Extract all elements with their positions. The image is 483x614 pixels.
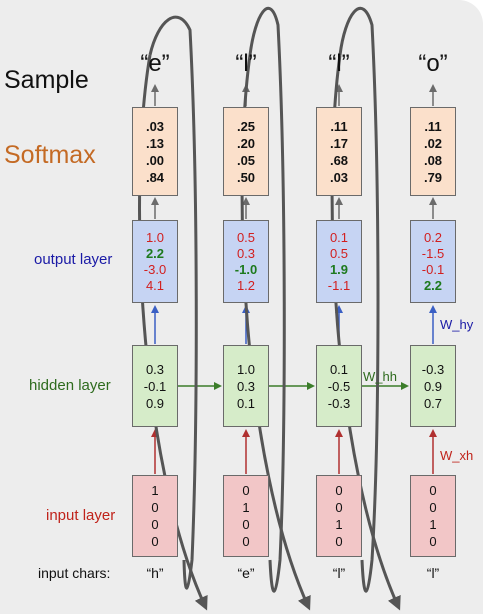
output-value: 0.1 xyxy=(329,229,349,245)
softmax-value: .05 xyxy=(236,152,256,168)
input-value: 0 xyxy=(429,483,437,498)
hidden-value: 0.9 xyxy=(423,378,443,394)
input-char-1: “h” xyxy=(146,565,164,581)
softmax-box-4: .11.02.08.79 xyxy=(410,107,456,196)
input-value: 0 xyxy=(242,534,250,549)
hidden-value: 0.1 xyxy=(236,395,256,411)
softmax-value: .84 xyxy=(145,169,165,185)
softmax-value: .17 xyxy=(329,135,349,151)
input-value: 0 xyxy=(151,534,159,549)
input-value: 0 xyxy=(335,500,343,515)
sampled-char-4: “o” xyxy=(418,50,448,77)
output-value: 0.5 xyxy=(329,245,349,261)
output-value: 2.2 xyxy=(423,277,443,293)
sampled-char-1: “e” xyxy=(140,50,170,77)
weight-label-w-xh: W_xh xyxy=(440,448,474,463)
softmax-value: .03 xyxy=(329,169,349,185)
softmax-value: .79 xyxy=(423,169,443,185)
softmax-value: .00 xyxy=(145,152,165,168)
output-value: -0.1 xyxy=(421,261,445,277)
hidden-value: -0.3 xyxy=(421,361,445,377)
softmax-value: .20 xyxy=(236,135,256,151)
sampled-char-3: “l” xyxy=(328,50,350,77)
softmax-box-2: .25.20.05.50 xyxy=(223,107,269,196)
output-value: 0.3 xyxy=(236,245,256,261)
sample-row-label: Sample xyxy=(4,66,89,94)
feedback-loop-1 xyxy=(148,15,198,590)
softmax-box-1: .03.13.00.84 xyxy=(132,107,178,196)
weight-label-w-hh: W_hh xyxy=(363,369,397,384)
input-char-3: “l” xyxy=(332,565,346,581)
input-value: 0 xyxy=(242,483,250,498)
input-char-2: “e” xyxy=(237,565,255,581)
output-value: 1.9 xyxy=(329,261,349,277)
input-value: 0 xyxy=(335,483,343,498)
output-value: 1.0 xyxy=(145,229,165,245)
hidden-value: 0.7 xyxy=(423,395,443,411)
input-value: 0 xyxy=(242,517,250,532)
weight-label-w-hy: W_hy xyxy=(440,317,474,332)
sampled-char-2: “l” xyxy=(235,50,257,77)
input-box-1: 1 0 0 0 xyxy=(132,475,178,557)
input-value: 1 xyxy=(151,483,159,498)
output-value: 2.2 xyxy=(145,245,165,261)
softmax-value: .11 xyxy=(330,118,348,134)
output-value: -1.1 xyxy=(327,277,351,293)
input-value: 0 xyxy=(151,517,159,532)
softmax-row-label: Softmax xyxy=(4,141,96,169)
softmax-value: .02 xyxy=(423,135,443,151)
input-value: 0 xyxy=(429,500,437,515)
hidden-value: -0.1 xyxy=(143,378,167,394)
output-value: -1.5 xyxy=(421,245,445,261)
input-char-4: “l” xyxy=(426,565,440,581)
input-value: 0 xyxy=(335,534,343,549)
input-box-3: 0 0 1 0 xyxy=(316,475,362,557)
input-box-4: 0 0 1 0 xyxy=(410,475,456,557)
hidden-value: -0.3 xyxy=(327,395,351,411)
softmax-value: .68 xyxy=(329,152,349,168)
hidden-value: 0.3 xyxy=(145,361,165,377)
feedback-loop-3 xyxy=(338,6,380,593)
hidden-value: 0.1 xyxy=(329,361,349,377)
softmax-value: .03 xyxy=(145,118,165,134)
input-box-2: 0 1 0 0 xyxy=(223,475,269,557)
output-value: 4.1 xyxy=(145,277,165,293)
hidden-box-3: 0.1-0.5-0.3 xyxy=(316,345,362,427)
softmax-value: .11 xyxy=(424,118,442,134)
hidden-value: 0.3 xyxy=(236,378,256,394)
input-value: 1 xyxy=(335,517,343,532)
hidden-value: 0.9 xyxy=(145,395,165,411)
input-value: 1 xyxy=(429,517,437,532)
input-value: 0 xyxy=(429,534,437,549)
output-value: 0.5 xyxy=(236,229,256,245)
output-value: 0.2 xyxy=(423,229,443,245)
output-layer-label: output layer xyxy=(34,251,113,268)
hidden-layer-label: hidden layer xyxy=(29,377,111,394)
output-value: 1.2 xyxy=(236,277,256,293)
softmax-value: .50 xyxy=(236,169,256,185)
softmax-value: .08 xyxy=(423,152,443,168)
output-value: -3.0 xyxy=(143,261,167,277)
input-layer-label: input layer xyxy=(46,507,116,524)
input-value: 0 xyxy=(151,500,159,515)
hidden-value: 1.0 xyxy=(236,361,256,377)
input-chars-label: input chars: xyxy=(38,565,111,581)
hidden-value: -0.5 xyxy=(327,378,351,394)
softmax-value: .25 xyxy=(236,118,256,134)
softmax-box-3: .11.17.68.03 xyxy=(316,107,362,196)
output-value: -1.0 xyxy=(234,261,258,277)
input-value: 1 xyxy=(242,500,250,515)
softmax-value: .13 xyxy=(145,135,165,151)
feedback-loop-2 xyxy=(248,6,286,593)
